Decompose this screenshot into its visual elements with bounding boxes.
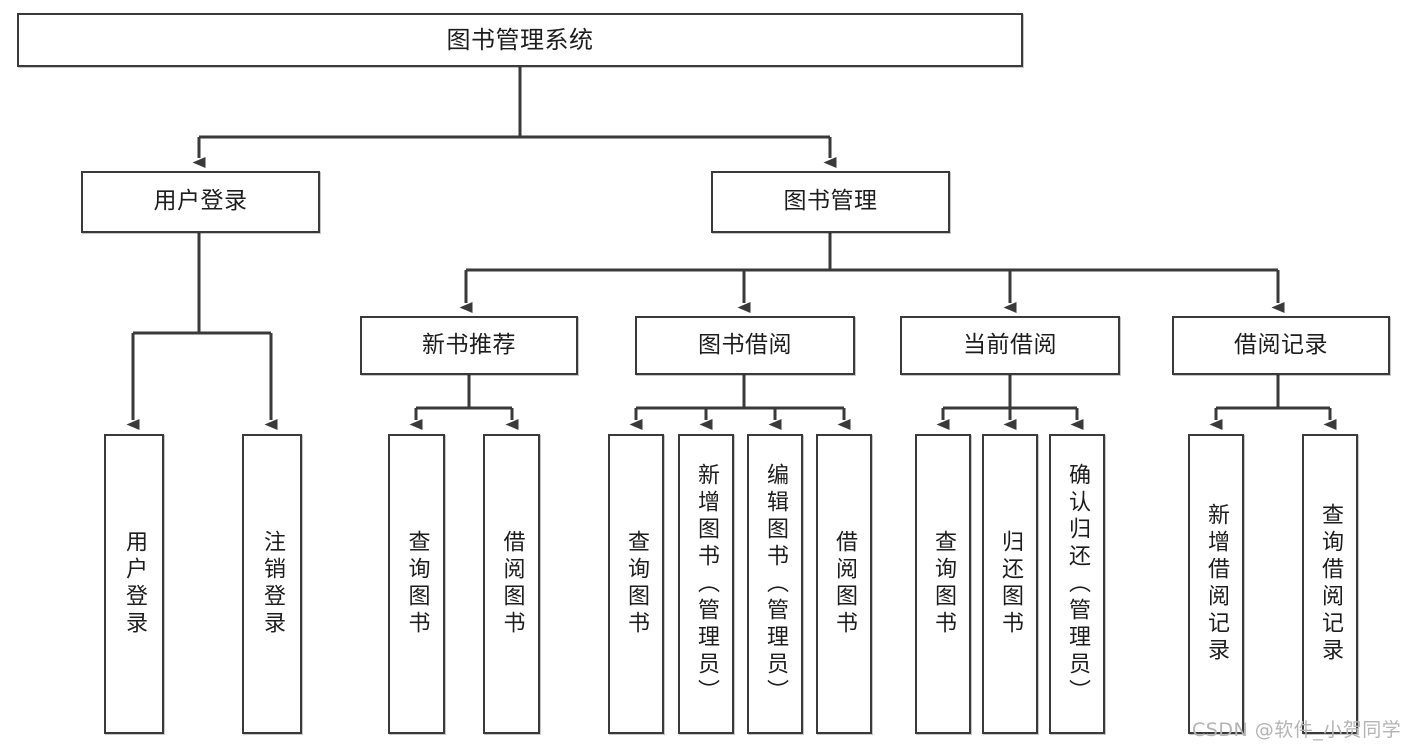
leaf-user-login[interactable]: 用户登录 xyxy=(104,434,164,734)
node-label: 确认归还（管理员） xyxy=(1065,462,1090,706)
node-label: 新书推荐 xyxy=(422,331,516,358)
node-label: 查询图书 xyxy=(624,530,649,638)
node-label: 注销登录 xyxy=(260,530,285,638)
leaf-user-logout[interactable]: 注销登录 xyxy=(242,434,302,734)
node-label: 借阅记录 xyxy=(1234,331,1328,358)
watermark-text: CSDN @软件_小贺同学 xyxy=(1192,719,1402,741)
node-label: 编辑图书（管理员） xyxy=(763,462,788,706)
leaf-query-book-borrow[interactable]: 查询图书 xyxy=(608,434,664,734)
node-label: 图书管理系统 xyxy=(446,25,594,54)
node-label: 归还图书 xyxy=(998,530,1023,638)
leaf-edit-book[interactable]: 编辑图书（管理员） xyxy=(747,434,803,734)
node-book-borrow[interactable]: 图书借阅 xyxy=(635,316,855,375)
leaf-query-borrow-record[interactable]: 查询借阅记录 xyxy=(1302,434,1358,734)
node-label: 用户登录 xyxy=(153,188,248,215)
leaf-query-book-recommend[interactable]: 查询图书 xyxy=(388,434,445,734)
leaf-confirm-return[interactable]: 确认归还（管理员） xyxy=(1049,434,1105,734)
node-label: 新增借阅记录 xyxy=(1204,503,1229,665)
node-label: 查询图书 xyxy=(404,530,430,638)
node-book-manage[interactable]: 图书管理 xyxy=(711,171,950,233)
node-label: 图书管理 xyxy=(783,188,878,215)
node-label: 当前借阅 xyxy=(963,331,1057,358)
node-label: 用户登录 xyxy=(122,530,147,638)
node-user-login[interactable]: 用户登录 xyxy=(81,171,320,233)
node-label: 查询图书 xyxy=(931,530,956,638)
node-label: 图书借阅 xyxy=(698,331,792,358)
node-new-book-recommend[interactable]: 新书推荐 xyxy=(360,316,578,375)
leaf-return-book[interactable]: 归还图书 xyxy=(982,434,1038,734)
node-label: 借阅图书 xyxy=(832,530,857,638)
leaf-borrow-book-recommend[interactable]: 借阅图书 xyxy=(483,434,540,734)
leaf-borrow-book-borrow[interactable]: 借阅图书 xyxy=(816,434,872,734)
node-label: 借阅图书 xyxy=(499,530,525,638)
leaf-query-book-current[interactable]: 查询图书 xyxy=(915,434,971,734)
node-current-borrow[interactable]: 当前借阅 xyxy=(900,316,1120,375)
node-root-system[interactable]: 图书管理系统 xyxy=(17,13,1023,67)
node-label: 查询借阅记录 xyxy=(1318,503,1343,665)
leaf-add-book[interactable]: 新增图书（管理员） xyxy=(678,434,734,734)
leaf-add-borrow-record[interactable]: 新增借阅记录 xyxy=(1188,434,1244,734)
node-borrow-record[interactable]: 借阅记录 xyxy=(1172,316,1390,375)
node-label: 新增图书（管理员） xyxy=(694,462,719,706)
